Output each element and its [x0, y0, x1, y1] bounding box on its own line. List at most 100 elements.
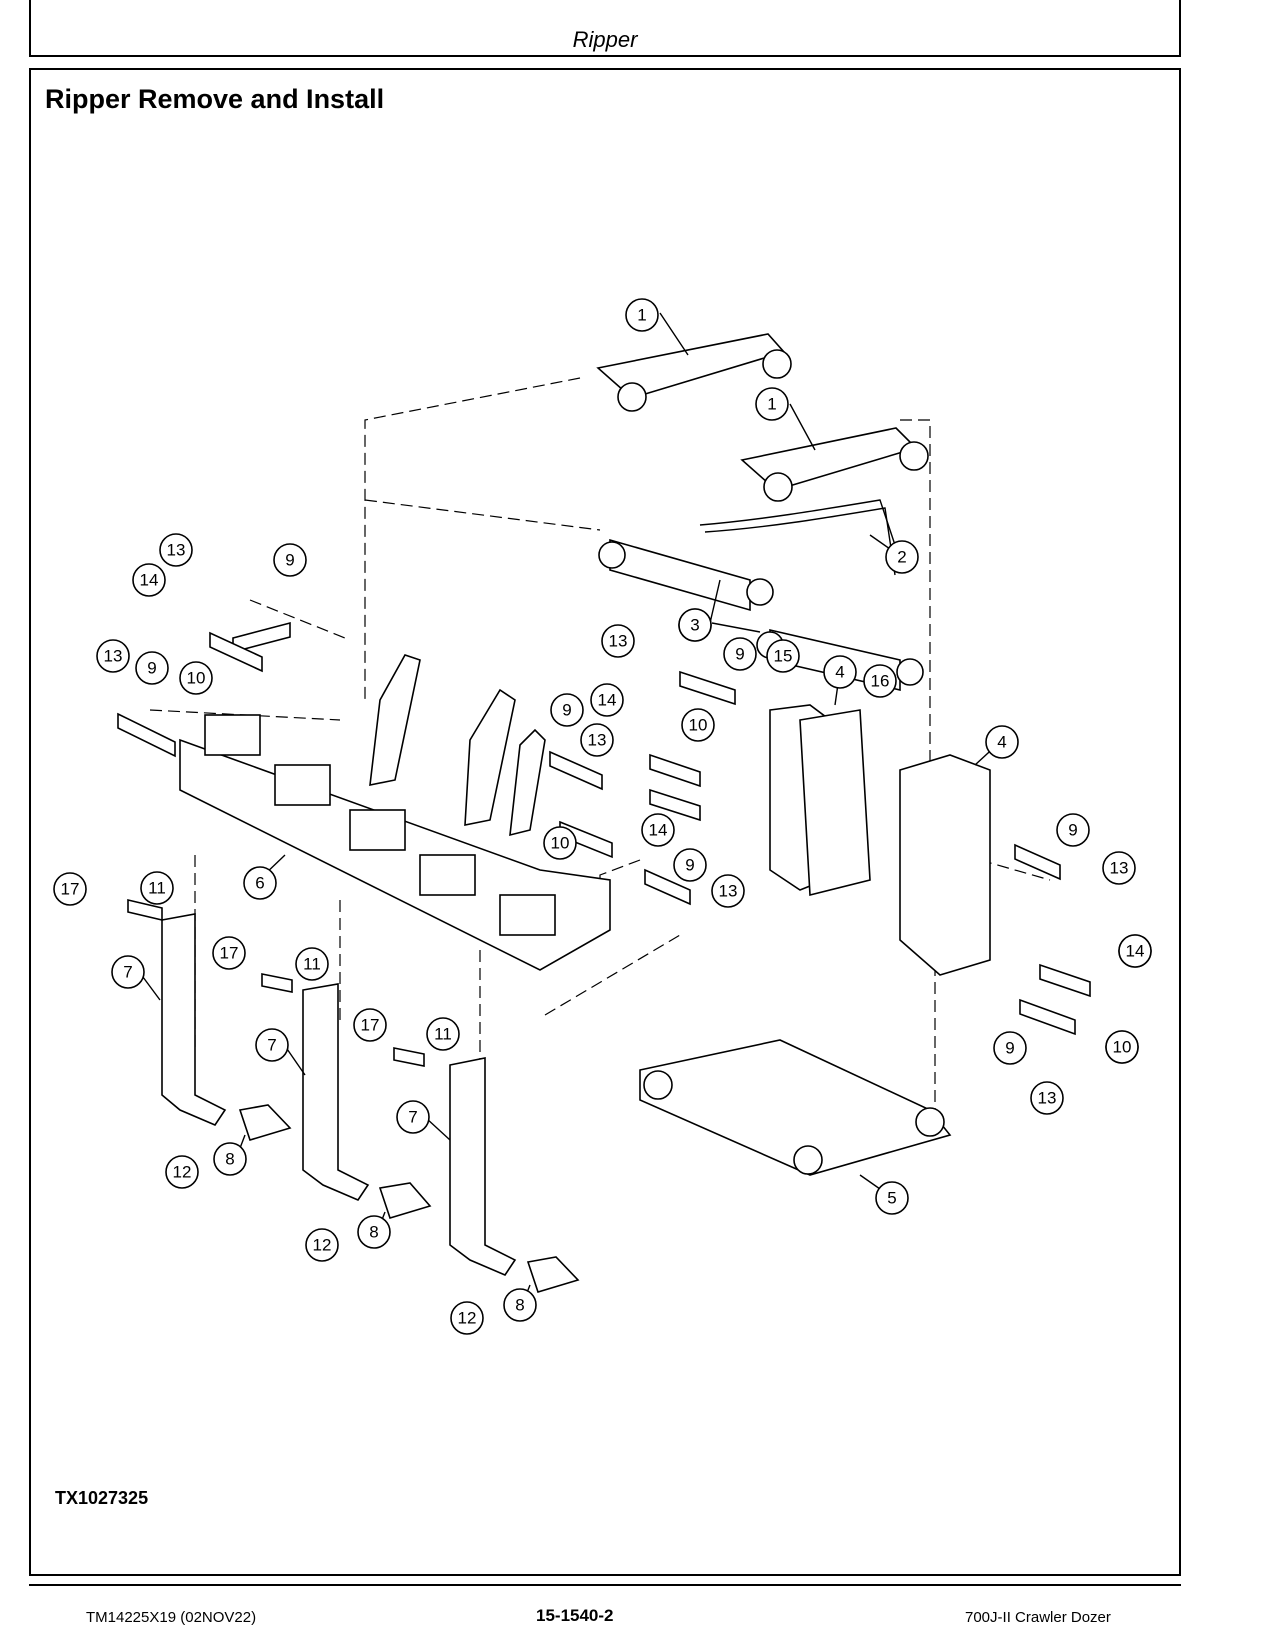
- svg-text:10: 10: [1113, 1038, 1132, 1057]
- callout-part-17: 17: [353, 1008, 387, 1042]
- callout-part-8: 8: [213, 1142, 247, 1176]
- callout-part-14: 14: [132, 563, 166, 597]
- link-part: [596, 333, 792, 412]
- callout-part-9: 9: [723, 637, 757, 671]
- svg-text:9: 9: [685, 856, 694, 875]
- svg-text:5: 5: [887, 1189, 896, 1208]
- svg-text:10: 10: [689, 716, 708, 735]
- callout-part-10: 10: [179, 661, 213, 695]
- callout-part-8: 8: [357, 1215, 391, 1249]
- callout-part-9: 9: [273, 543, 307, 577]
- svg-text:10: 10: [551, 834, 570, 853]
- svg-text:8: 8: [515, 1296, 524, 1315]
- callout-part-14: 14: [590, 683, 624, 717]
- svg-text:14: 14: [1126, 942, 1145, 961]
- svg-text:15: 15: [774, 647, 793, 666]
- svg-text:2: 2: [897, 548, 906, 567]
- callout-part-9: 9: [135, 651, 169, 685]
- callout-part-14: 14: [1118, 934, 1152, 968]
- hose-part: [699, 499, 901, 576]
- callout-part-12: 12: [305, 1228, 339, 1262]
- callout-part-12: 12: [450, 1301, 484, 1335]
- page-header: Ripper: [29, 0, 1181, 57]
- callout-part-13: 13: [1102, 851, 1136, 885]
- svg-text:7: 7: [123, 963, 132, 982]
- link-part: [740, 427, 929, 502]
- callout-part-17: 17: [212, 936, 246, 970]
- footer-doc-id: TM14225X19 (02NOV22): [86, 1609, 257, 1626]
- callout-part-11: 11: [426, 1017, 460, 1051]
- callout-part-4: 4: [985, 725, 1019, 759]
- pin-parts: [117, 621, 1091, 1067]
- callout-part-9: 9: [550, 693, 584, 727]
- svg-text:14: 14: [140, 571, 159, 590]
- svg-text:8: 8: [225, 1150, 234, 1169]
- svg-text:1: 1: [767, 395, 776, 414]
- callout-part-7: 7: [396, 1100, 430, 1134]
- callout-part-10: 10: [543, 826, 577, 860]
- callout-part-11: 11: [140, 871, 174, 905]
- callout-part-13: 13: [1030, 1081, 1064, 1115]
- svg-text:13: 13: [1110, 859, 1129, 878]
- callout-part-15: 15: [766, 639, 800, 673]
- svg-text:9: 9: [1068, 821, 1077, 840]
- svg-text:12: 12: [173, 1163, 192, 1182]
- svg-text:9: 9: [735, 645, 744, 664]
- callout-part-14: 14: [641, 813, 675, 847]
- page-title: Ripper Remove and Install: [45, 84, 385, 114]
- tip-part: [238, 1104, 580, 1293]
- svg-text:7: 7: [408, 1108, 417, 1127]
- svg-text:1: 1: [637, 306, 646, 325]
- callout-part-1: 1: [625, 298, 659, 332]
- cylinder-part: [598, 538, 774, 612]
- callout-part-13: 13: [601, 624, 635, 658]
- svg-text:3: 3: [690, 616, 699, 635]
- svg-text:13: 13: [1038, 1089, 1057, 1108]
- callout-part-4: 4: [823, 655, 857, 689]
- svg-text:9: 9: [1005, 1039, 1014, 1058]
- svg-text:9: 9: [285, 551, 294, 570]
- callout-part-9: 9: [673, 848, 707, 882]
- callout-part-2: 2: [885, 540, 919, 574]
- content-frame: Ripper Remove and Install TX1027325: [29, 68, 1181, 1576]
- callout-part-13: 13: [159, 533, 193, 567]
- shank-part: [161, 913, 517, 1276]
- section-name: Ripper: [572, 27, 638, 52]
- callout-part-7: 7: [111, 955, 145, 989]
- svg-text:11: 11: [148, 879, 166, 898]
- callout-part-6: 6: [243, 866, 277, 900]
- svg-text:13: 13: [104, 647, 123, 666]
- svg-text:8: 8: [369, 1223, 378, 1242]
- callout-part-5: 5: [875, 1181, 909, 1215]
- callout-part-3: 3: [678, 608, 712, 642]
- callout-part-17: 17: [53, 872, 87, 906]
- svg-text:17: 17: [361, 1016, 380, 1035]
- svg-text:11: 11: [303, 955, 321, 974]
- svg-text:17: 17: [220, 944, 239, 963]
- mount-plate-part: [769, 704, 871, 897]
- svg-text:7: 7: [267, 1036, 276, 1055]
- callout-part-10: 10: [1105, 1030, 1139, 1064]
- svg-text:11: 11: [434, 1025, 452, 1044]
- svg-text:9: 9: [562, 701, 571, 720]
- svg-text:4: 4: [835, 663, 844, 682]
- bracket-part: [369, 654, 546, 837]
- svg-text:13: 13: [167, 541, 186, 560]
- callout-part-9: 9: [993, 1031, 1027, 1065]
- svg-text:13: 13: [719, 882, 738, 901]
- svg-text:4: 4: [997, 733, 1006, 752]
- svg-text:13: 13: [609, 632, 628, 651]
- svg-text:9: 9: [147, 659, 156, 678]
- callout-part-1: 1: [755, 387, 789, 421]
- footer-rule: [29, 1584, 1181, 1586]
- callout-part-16: 16: [863, 664, 897, 698]
- svg-text:14: 14: [649, 821, 668, 840]
- svg-text:10: 10: [187, 669, 206, 688]
- callout-part-7: 7: [255, 1028, 289, 1062]
- footer-page-number: 15-1540-2: [536, 1606, 614, 1625]
- svg-text:12: 12: [313, 1236, 332, 1255]
- svg-text:12: 12: [458, 1309, 477, 1328]
- callout-part-12: 12: [165, 1155, 199, 1189]
- svg-text:17: 17: [61, 880, 80, 899]
